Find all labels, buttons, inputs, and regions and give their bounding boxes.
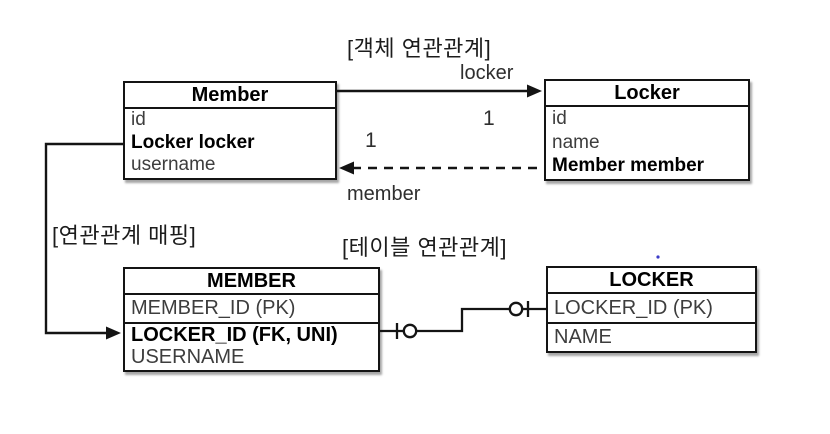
locker-class-field-name: name (552, 131, 600, 153)
member-association-arrowhead-icon (339, 161, 354, 175)
member-class-box: Member id Locker locker username (123, 81, 337, 180)
member-class-field-id: id (131, 109, 146, 130)
blue-dot (656, 255, 660, 259)
locker-table-title: LOCKER (548, 268, 755, 294)
locker-role-label: locker (460, 62, 514, 84)
locker-class-field-id: id (552, 108, 567, 129)
locker-table-box: LOCKER LOCKER_ID (PK) NAME (546, 266, 757, 353)
member-table-row-username: USERNAME (131, 346, 245, 368)
member-multiplicity-label: 1 (365, 129, 377, 152)
section-title-object-association: [객체 연관관계] (347, 36, 492, 61)
optional-circle-member-icon (402, 323, 418, 339)
member-class-title: Member (125, 83, 335, 109)
member-table-row-pk: MEMBER_ID (PK) (125, 295, 378, 324)
member-class-field-username: username (131, 154, 216, 175)
locker-class-field-member: Member member (552, 155, 705, 176)
locker-table-row-name: NAME (554, 326, 612, 348)
table-relationship-line (380, 307, 546, 333)
section-title-association-mapping: [연관관계 매핑] (52, 223, 197, 248)
optional-circle-locker-icon (508, 301, 524, 317)
member-table-title: MEMBER (125, 269, 378, 295)
member-table-row-fk: LOCKER_ID (FK, UNI) (131, 324, 338, 346)
locker-class-box: Locker id name Member member (544, 79, 750, 181)
locker-class-title: Locker (546, 81, 748, 107)
section-title-table-association: [테이블 연관관계] (342, 235, 508, 260)
member-role-label: member (347, 183, 421, 205)
locker-multiplicity-label: 1 (483, 107, 495, 130)
locker-association-arrowhead-icon (527, 84, 542, 98)
locker-table-row-pk: LOCKER_ID (PK) (548, 294, 755, 324)
mapping-connector-arrowhead-icon (106, 326, 121, 340)
member-table-box: MEMBER MEMBER_ID (PK) LOCKER_ID (FK, UNI… (123, 267, 380, 372)
member-class-field-locker: Locker locker (131, 131, 255, 153)
